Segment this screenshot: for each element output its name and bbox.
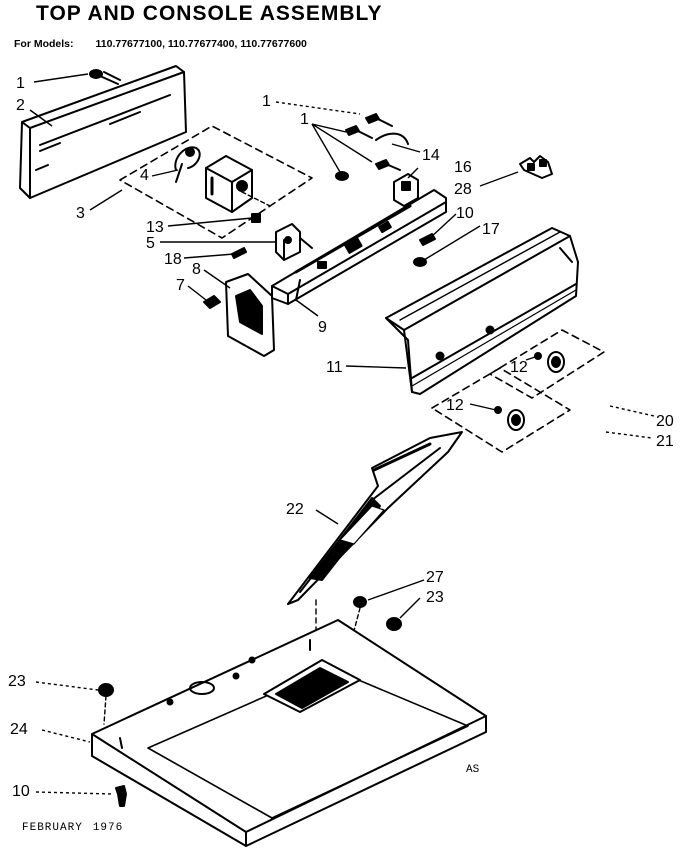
callout-14: 14 bbox=[422, 147, 440, 164]
callout-11: 11 bbox=[326, 359, 343, 376]
callout-28: 28 bbox=[454, 181, 472, 198]
part-screw-27 bbox=[349, 596, 367, 647]
part-bracket-16 bbox=[393, 173, 419, 207]
callout-23b: 23 bbox=[8, 673, 26, 690]
part-screw-10b bbox=[115, 785, 127, 807]
part-screw-17 bbox=[413, 257, 427, 267]
part-timer bbox=[205, 155, 271, 213]
part-screws-14 bbox=[335, 113, 409, 181]
part-screw-13 bbox=[251, 213, 261, 223]
part-nut-7 bbox=[203, 295, 221, 309]
part-screw-18 bbox=[231, 247, 247, 259]
part-bracket bbox=[225, 273, 275, 357]
footer-date: FEBRUARY 1976 bbox=[22, 822, 123, 834]
callout-8: 8 bbox=[192, 261, 201, 278]
callout-17: 17 bbox=[482, 221, 500, 238]
callout-23a: 23 bbox=[426, 589, 444, 606]
part-plate-dashed bbox=[119, 125, 313, 239]
part-top-24 bbox=[91, 619, 487, 847]
callout-2: 2 bbox=[16, 97, 25, 114]
part-nut-23a bbox=[386, 617, 402, 631]
callout-21: 21 bbox=[656, 433, 674, 450]
models-label: For Models: bbox=[14, 38, 74, 50]
callout-1a: 1 bbox=[16, 75, 25, 92]
callout-18: 18 bbox=[164, 251, 182, 268]
part-switch bbox=[275, 223, 313, 261]
part-screw-1a bbox=[89, 69, 121, 85]
callout-4: 4 bbox=[140, 167, 149, 184]
footer-month: FEBRUARY bbox=[22, 822, 83, 834]
callout-3: 3 bbox=[76, 205, 85, 222]
footer-year: 1976 bbox=[92, 822, 124, 834]
models-line: For Models: 110.77677100, 110.77677400, 1… bbox=[14, 38, 307, 50]
callout-10b: 10 bbox=[12, 783, 30, 800]
part-nut-23b bbox=[98, 683, 114, 725]
part-rear-panel bbox=[19, 65, 187, 199]
part-clip-28 bbox=[519, 155, 553, 179]
callout-1c: 1 bbox=[300, 111, 309, 128]
callout-27: 27 bbox=[426, 569, 444, 586]
part-clip bbox=[174, 146, 201, 183]
callout-13: 13 bbox=[146, 219, 164, 236]
callout-22: 22 bbox=[286, 501, 304, 518]
callout-10a: 10 bbox=[456, 205, 474, 222]
callout-16: 16 bbox=[454, 159, 472, 176]
artist-mark: AS bbox=[466, 764, 480, 776]
callout-12b: 12 bbox=[446, 397, 464, 414]
page-title: TOP AND CONSOLE ASSEMBLY bbox=[36, 2, 383, 25]
callout-12a: 12 bbox=[510, 359, 528, 376]
callout-1b: 1 bbox=[262, 93, 271, 110]
part-rail bbox=[271, 189, 447, 305]
callout-7: 7 bbox=[176, 277, 185, 294]
callout-24: 24 bbox=[10, 721, 28, 738]
models-list: 110.77677100, 110.77677400, 110.77677600 bbox=[95, 38, 307, 50]
callout-9: 9 bbox=[318, 319, 327, 336]
part-lid-22 bbox=[287, 431, 463, 691]
part-console bbox=[385, 227, 579, 395]
part-knob-upper bbox=[489, 329, 605, 399]
part-knob-lower bbox=[431, 367, 571, 453]
callout-20: 20 bbox=[656, 413, 674, 430]
callout-5: 5 bbox=[146, 235, 155, 252]
